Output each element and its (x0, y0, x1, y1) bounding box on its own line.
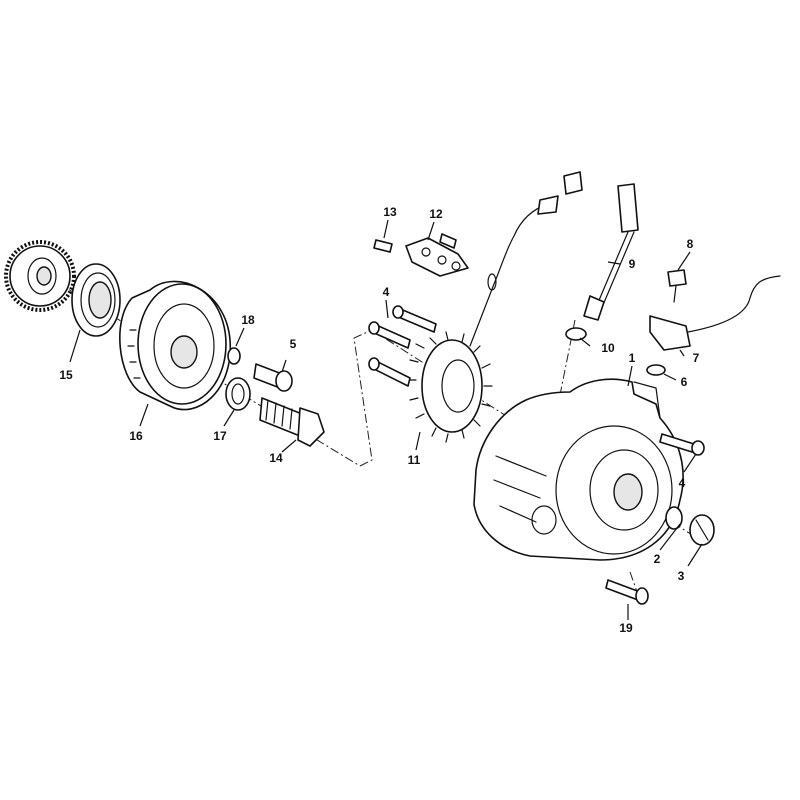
callout-12: 12 (429, 207, 443, 221)
o-ring-part (227, 347, 241, 365)
callout-4-stator-bolts: 4 (383, 285, 390, 299)
callout-1: 1 (629, 351, 636, 365)
callout-10: 10 (601, 341, 615, 355)
callout-7: 7 (693, 351, 700, 365)
callout-19: 19 (619, 621, 633, 635)
stator-part (407, 203, 549, 443)
callout-11: 11 (408, 453, 421, 467)
pickup-o-ring-part (646, 364, 666, 376)
cover-o-ring-part (665, 506, 683, 530)
clutch-plate-part (71, 263, 121, 337)
sensor-o-ring-part (565, 327, 587, 341)
cover-bolt-part (659, 433, 705, 456)
stator-connector-part (537, 171, 583, 215)
callout-14: 14 (269, 451, 283, 465)
callout-8: 8 (687, 237, 694, 251)
callout-15: 15 (59, 368, 73, 382)
ring-gear-part (4, 240, 76, 312)
callout-16: 16 (129, 429, 143, 443)
callout-4-cover-bolt: 4 (679, 476, 686, 490)
clamp-plate-part (405, 237, 469, 277)
flywheel-bolt-part (259, 397, 325, 447)
stator-bolts-part (368, 305, 437, 387)
callout-3: 3 (678, 569, 685, 583)
pickup-sensor-part (649, 275, 781, 351)
callout-9: 9 (629, 257, 636, 271)
callout-17: 17 (213, 429, 227, 443)
washer-part (225, 377, 251, 411)
cover-plug-part (689, 514, 715, 546)
callout-6: 6 (681, 375, 688, 389)
lower-bolt-part (605, 579, 649, 605)
callout-5: 5 (290, 337, 297, 351)
sensor-cable-part (583, 183, 639, 321)
callout-18: 18 (241, 313, 255, 327)
bolt-part (253, 363, 293, 392)
flywheel-rotor-part (119, 280, 231, 411)
clamp-screws-part (373, 233, 457, 253)
leader-lines (69, 219, 703, 620)
callout-13: 13 (383, 205, 397, 219)
generator-cover-part (473, 378, 684, 561)
callout-2: 2 (654, 552, 661, 566)
sensor-bolt-part (667, 269, 687, 303)
